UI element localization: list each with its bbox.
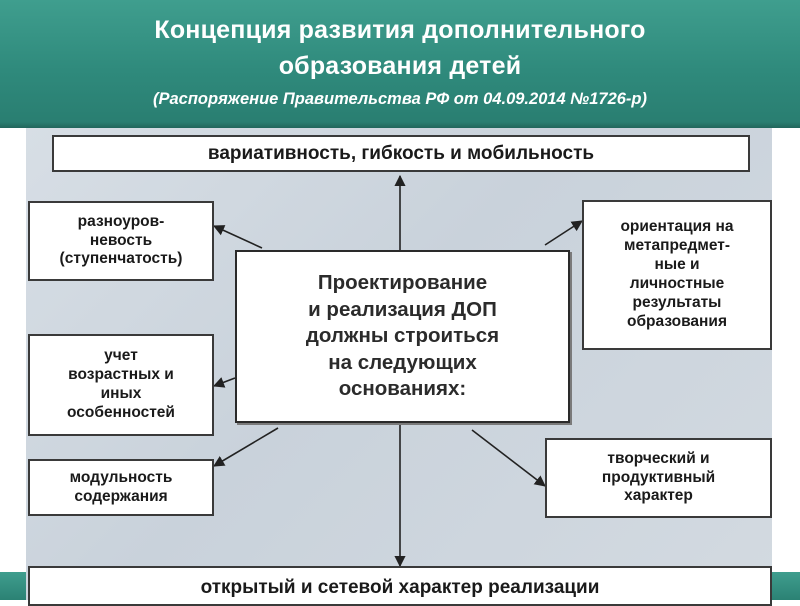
arrow-to-right-bottom: [471, 429, 546, 487]
box-creative-character: творческий и продуктивный характер: [545, 438, 772, 518]
title-header: Концепция развития дополнительного образ…: [0, 0, 800, 128]
arrow-to-left-bottom: [213, 427, 279, 467]
box-modularity: модульность содержания: [28, 459, 214, 516]
page-subtitle: (Распоряжение Правительства РФ от 04.09.…: [152, 90, 647, 108]
center-box-design-principles: Проектирование и реализация ДОП должны с…: [235, 250, 570, 423]
page-title-line-2: образования детей: [278, 52, 522, 80]
arrow-to-right-top: [544, 220, 583, 246]
box-metasubject-orientation: ориентация на метапредмет- ные и личност…: [582, 200, 772, 350]
page-title-line-1: Концепция развития дополнительного: [154, 16, 646, 44]
box-multilevel: разноуров- невость (ступенчатость): [28, 201, 214, 281]
arrow-to-left-middle: [212, 377, 236, 388]
box-variativity: вариативность, гибкость и мобильность: [52, 135, 750, 172]
box-age-features: учет возрастных и иных особенностей: [28, 334, 214, 436]
arrow-to-left-top: [212, 225, 263, 249]
box-open-network: открытый и сетевой характер реализации: [28, 566, 772, 606]
